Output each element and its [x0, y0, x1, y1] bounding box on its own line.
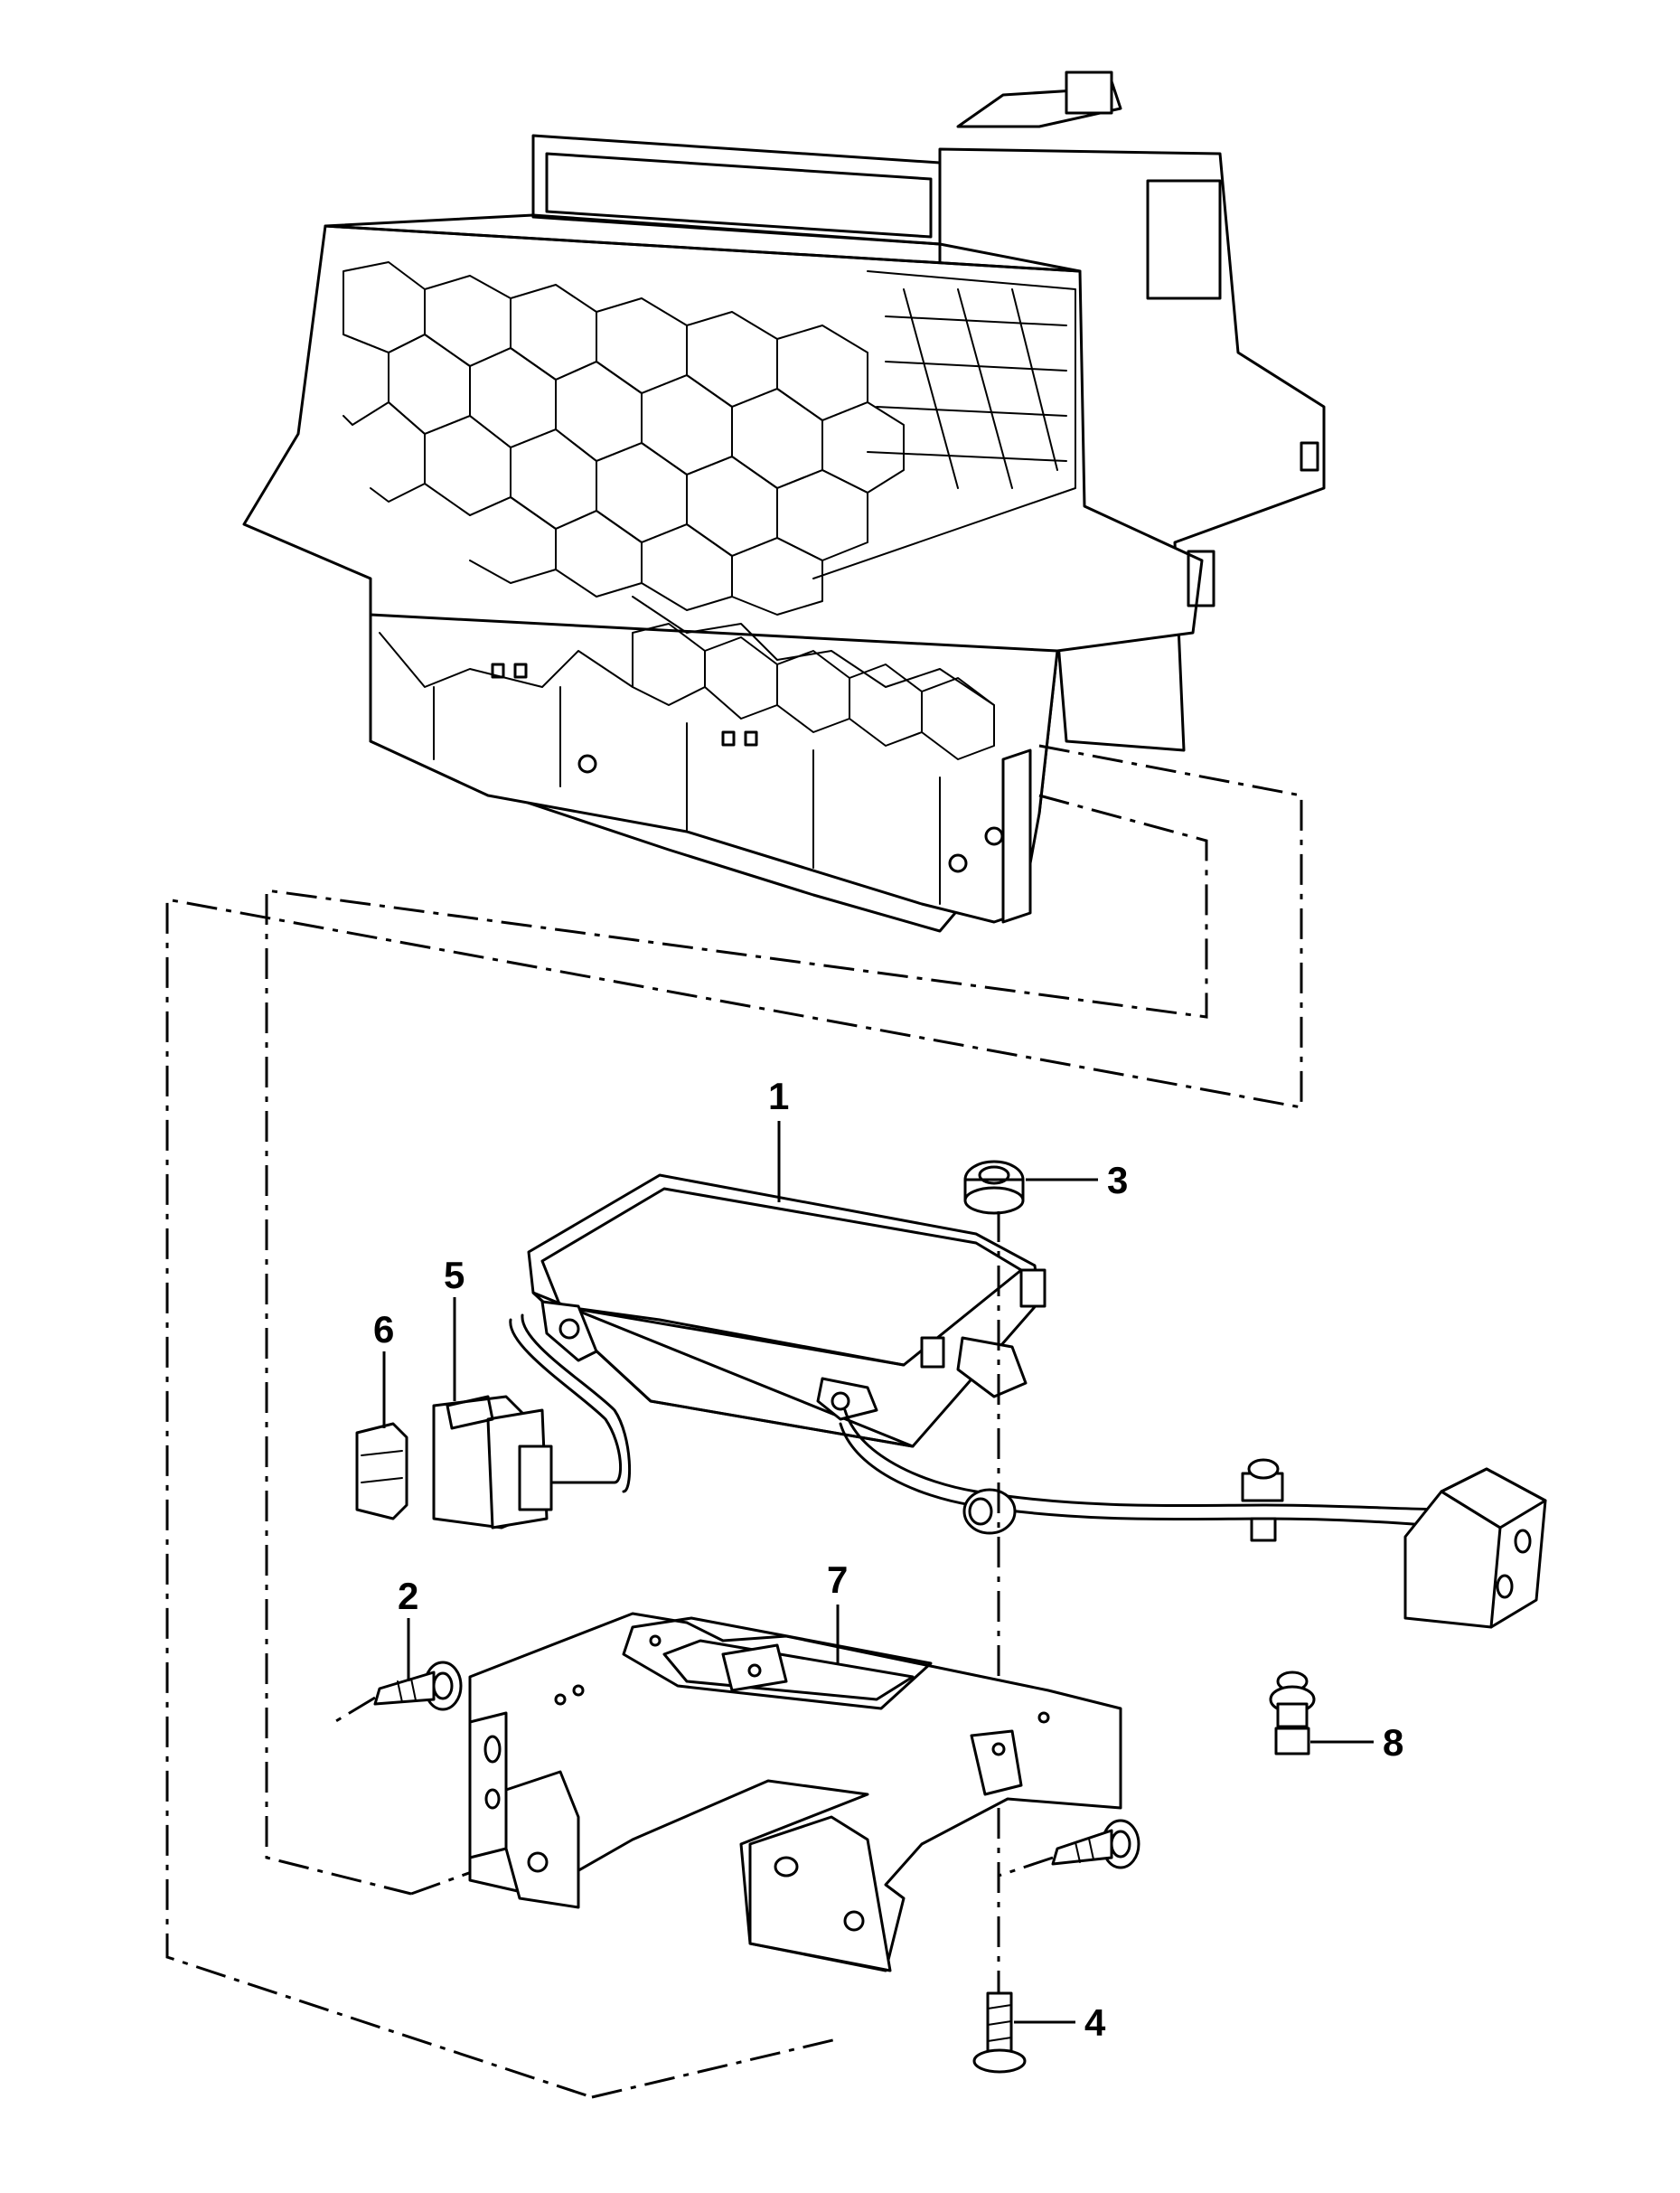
console-housing [242, 71, 1326, 933]
callout-4: 4 [1084, 2001, 1106, 2044]
part-2-screw-lower [998, 1819, 1140, 1878]
callout-8: 8 [1383, 1721, 1403, 1764]
part-6-plug [355, 1422, 408, 1520]
callout-1: 1 [768, 1075, 789, 1117]
part-4-bolt [972, 1991, 1027, 2074]
part-8-clip [1269, 1671, 1316, 1755]
callout-2: 2 [398, 1575, 418, 1617]
part-2-screw [333, 1661, 463, 1724]
alignment-lines [165, 744, 1303, 2099]
callout-labels: 1 3 5 6 7 2 8 4 [373, 1075, 1403, 2044]
callout-6: 6 [373, 1308, 394, 1351]
callout-5: 5 [444, 1254, 465, 1296]
part-5-connector [432, 1395, 553, 1529]
part-3-nut [963, 1160, 1025, 2011]
part-1-control-module [509, 1173, 1547, 1629]
callout-7: 7 [827, 1558, 848, 1601]
leader-lines [382, 1121, 1374, 2024]
callout-3: 3 [1107, 1159, 1128, 1201]
part-7-bracket [468, 1612, 1122, 1972]
